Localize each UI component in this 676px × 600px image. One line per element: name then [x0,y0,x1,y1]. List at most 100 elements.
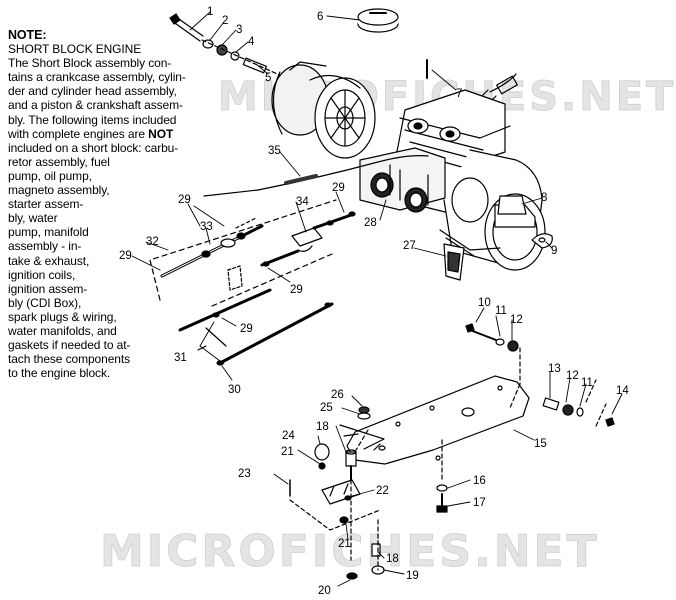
note-line: pump, manifold [8,225,89,240]
note-heading: NOTE: [8,28,47,42]
part-nut-20 [346,572,358,580]
callouts: 1 2 3 4 5 6 7 35 8 9 28 27 29 29 33 34 3… [119,6,629,597]
note-line-emphasis: with complete engines are NOT [8,127,208,141]
callout-21: 21 [281,446,294,458]
callout-6: 6 [317,11,323,23]
callout-2: 2 [222,15,228,27]
part-washer-25 [357,412,371,420]
note-line: tach these components [8,352,130,367]
callout-21: 21 [338,538,351,550]
callout-33: 33 [200,221,213,233]
throttle-cable-35 [203,155,429,197]
short-block-note: NOTE: SHORT BLOCK ENGINE The Short Block… [8,28,208,380]
callout-22: 22 [376,485,389,497]
note-line: der and cylinder head assembly, [8,84,177,99]
callout-10: 10 [478,297,491,309]
note-line: starter assem- [8,197,84,212]
note-line: bly (CDI Box), [8,295,82,310]
callout-9: 9 [551,245,557,257]
part-pulley-8 [497,195,527,215]
callout-11: 11 [581,377,593,389]
callout-29: 29 [178,194,191,206]
note-line: and a piston & crankshaft assem- [8,98,183,113]
callout-29: 29 [119,250,132,262]
note-line: pump, oil pump, [8,168,92,183]
callout-11: 11 [495,305,507,317]
callout-28: 28 [364,217,377,229]
part-rod-32 [160,217,264,278]
callout-32: 32 [146,236,159,248]
note-line: take & exhaust, [8,253,90,268]
callout-24: 24 [282,430,295,442]
carburetor-manifold-28 [359,147,446,213]
callout-29: 29 [240,323,253,335]
callout-14: 14 [616,385,629,397]
part-bolt-1 [169,13,204,42]
note-line: to the engine block. [8,366,111,381]
part-bushing-3 [216,44,228,56]
part-washer-21 [318,462,326,470]
note-line: bly. The following items included [8,112,177,127]
note-line: included on a short block: carbu- [8,140,179,155]
callout-35: 35 [268,145,281,157]
callout-31: 31 [174,352,187,364]
callout-29: 29 [290,284,303,296]
callout-12: 12 [566,370,579,382]
callout-16: 16 [473,475,486,487]
callout-30: 30 [228,384,241,396]
part-mount-18b [371,543,381,557]
callout-27: 27 [403,240,416,252]
note-line: SHORT BLOCK ENGINE [8,42,142,57]
note-line: assembly - in- [8,239,82,254]
callout-17: 17 [473,497,486,509]
note-line: water manifolds, and [8,323,117,338]
part-rod-31 [178,265,334,366]
callout-13: 13 [548,363,561,375]
part-bushing-12 [507,340,519,352]
watermark: MICROFICHES.NET [100,526,600,577]
callout-15: 15 [534,438,547,450]
part-washer-21b [339,516,349,524]
callout-29: 29 [332,182,345,194]
callout-4: 4 [248,36,255,48]
recoil-starter [271,61,376,159]
note-line: bly, water [8,211,58,226]
callout-18: 18 [386,553,399,565]
note-line-prefix: with complete engines are [8,126,149,141]
part-washer-4 [230,51,240,61]
part-bolt-17 [436,493,448,513]
callout-5: 5 [265,72,271,84]
note-line: magneto assembly, [8,183,110,198]
part-washer-16 [436,484,448,492]
note-emphasis: NOT [148,126,174,141]
callout-20: 20 [318,585,331,597]
callout-3: 3 [236,24,242,36]
part-nut-26 [358,406,370,414]
callout-19: 19 [406,570,419,582]
callout-7: 7 [456,88,462,100]
callout-12: 12 [510,314,523,326]
part-grommet-24 [314,443,330,461]
part-washer-11 [495,338,505,346]
callout-1: 1 [207,6,213,18]
mounting-plate-15 [343,375,530,465]
part-rod-34 [260,211,356,267]
note-line: gaskets if needed to at- [8,338,131,353]
callout-8: 8 [541,192,547,204]
callout-23: 23 [238,468,251,480]
part-bushing-12b [562,404,574,416]
part-cap-6 [357,8,399,33]
note-line: spark plugs & wiring, [8,309,117,324]
part-bolt-10 [465,323,497,341]
callout-18: 18 [316,421,329,433]
part-bracket-27 [443,243,465,281]
part-clip-9 [531,233,553,249]
note-line: ignition assem- [8,281,88,296]
note-line: tains a crankcase assembly, cylin- [8,70,186,85]
note-line: ignition coils, [8,267,76,282]
note-line: The Short Block assembly con- [8,56,172,71]
callout-25: 25 [320,402,333,414]
part-spacer-5 [242,57,267,74]
